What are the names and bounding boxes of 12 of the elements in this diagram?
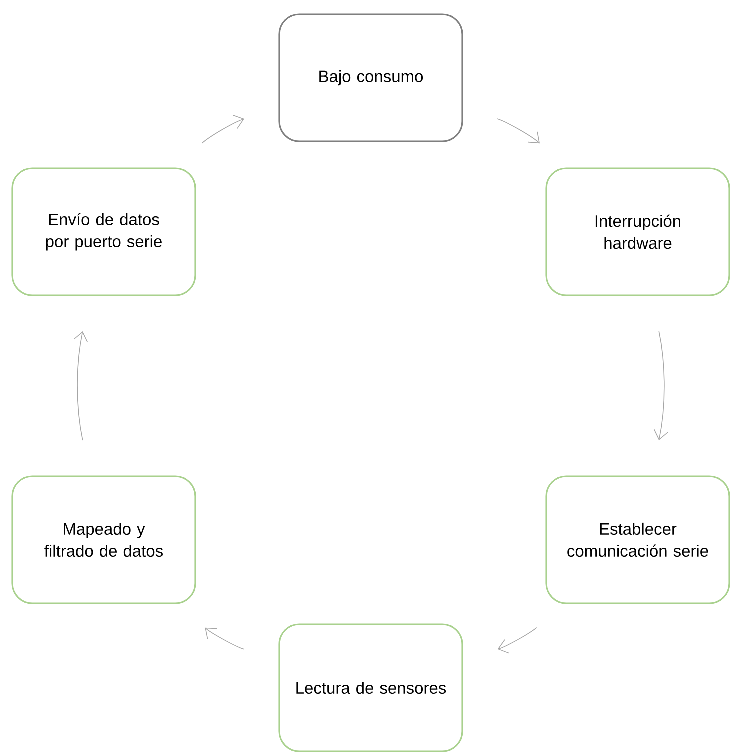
arrow <box>497 118 540 144</box>
arrow <box>205 628 245 650</box>
process-box: Establecer comunicación serie <box>546 476 730 604</box>
process-box: Envío de datos por puerto serie <box>12 168 196 296</box>
process-box: Mapeado y filtrado de datos <box>12 476 196 604</box>
process-box: Bajo consumo <box>278 14 464 142</box>
process-box: Interrupción hardware <box>546 168 730 296</box>
arrow <box>74 332 88 441</box>
arrow <box>498 627 538 654</box>
arrow <box>654 331 668 440</box>
arrow <box>202 114 244 144</box>
process-box: Lectura de sensores <box>278 624 464 752</box>
